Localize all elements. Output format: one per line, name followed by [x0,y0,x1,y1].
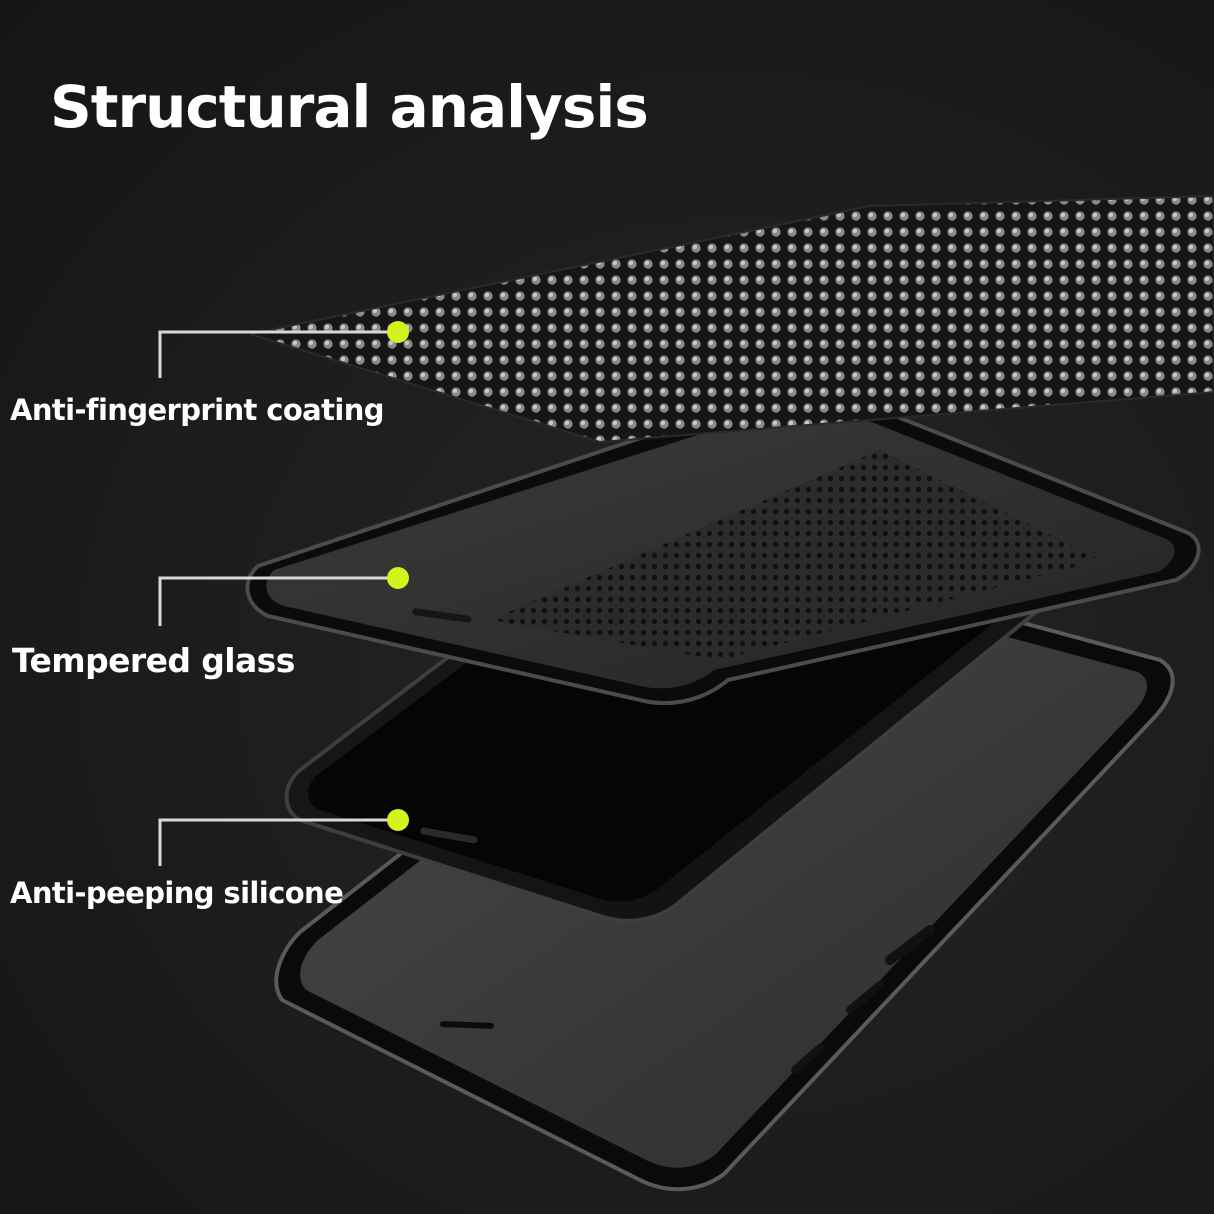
marker-dot-icon [387,567,409,589]
leader-line-tempered [158,576,396,626]
page-title: Structural analysis [50,73,649,141]
layer-label-anti-peeping: Anti-peeping silicone [10,876,344,910]
dot-grid-layer-icon [249,194,1214,444]
marker-dot-icon [387,809,409,831]
marker-dot-icon [387,321,409,343]
layer-label-anti-fingerprint: Anti-fingerprint coating [10,393,385,427]
layer-label-tempered-glass: Tempered glass [12,641,295,680]
leader-line-silicone [158,818,396,866]
layer-markers [387,321,409,831]
leader-line-fingerprint [158,330,396,378]
leader-lines [158,330,396,866]
